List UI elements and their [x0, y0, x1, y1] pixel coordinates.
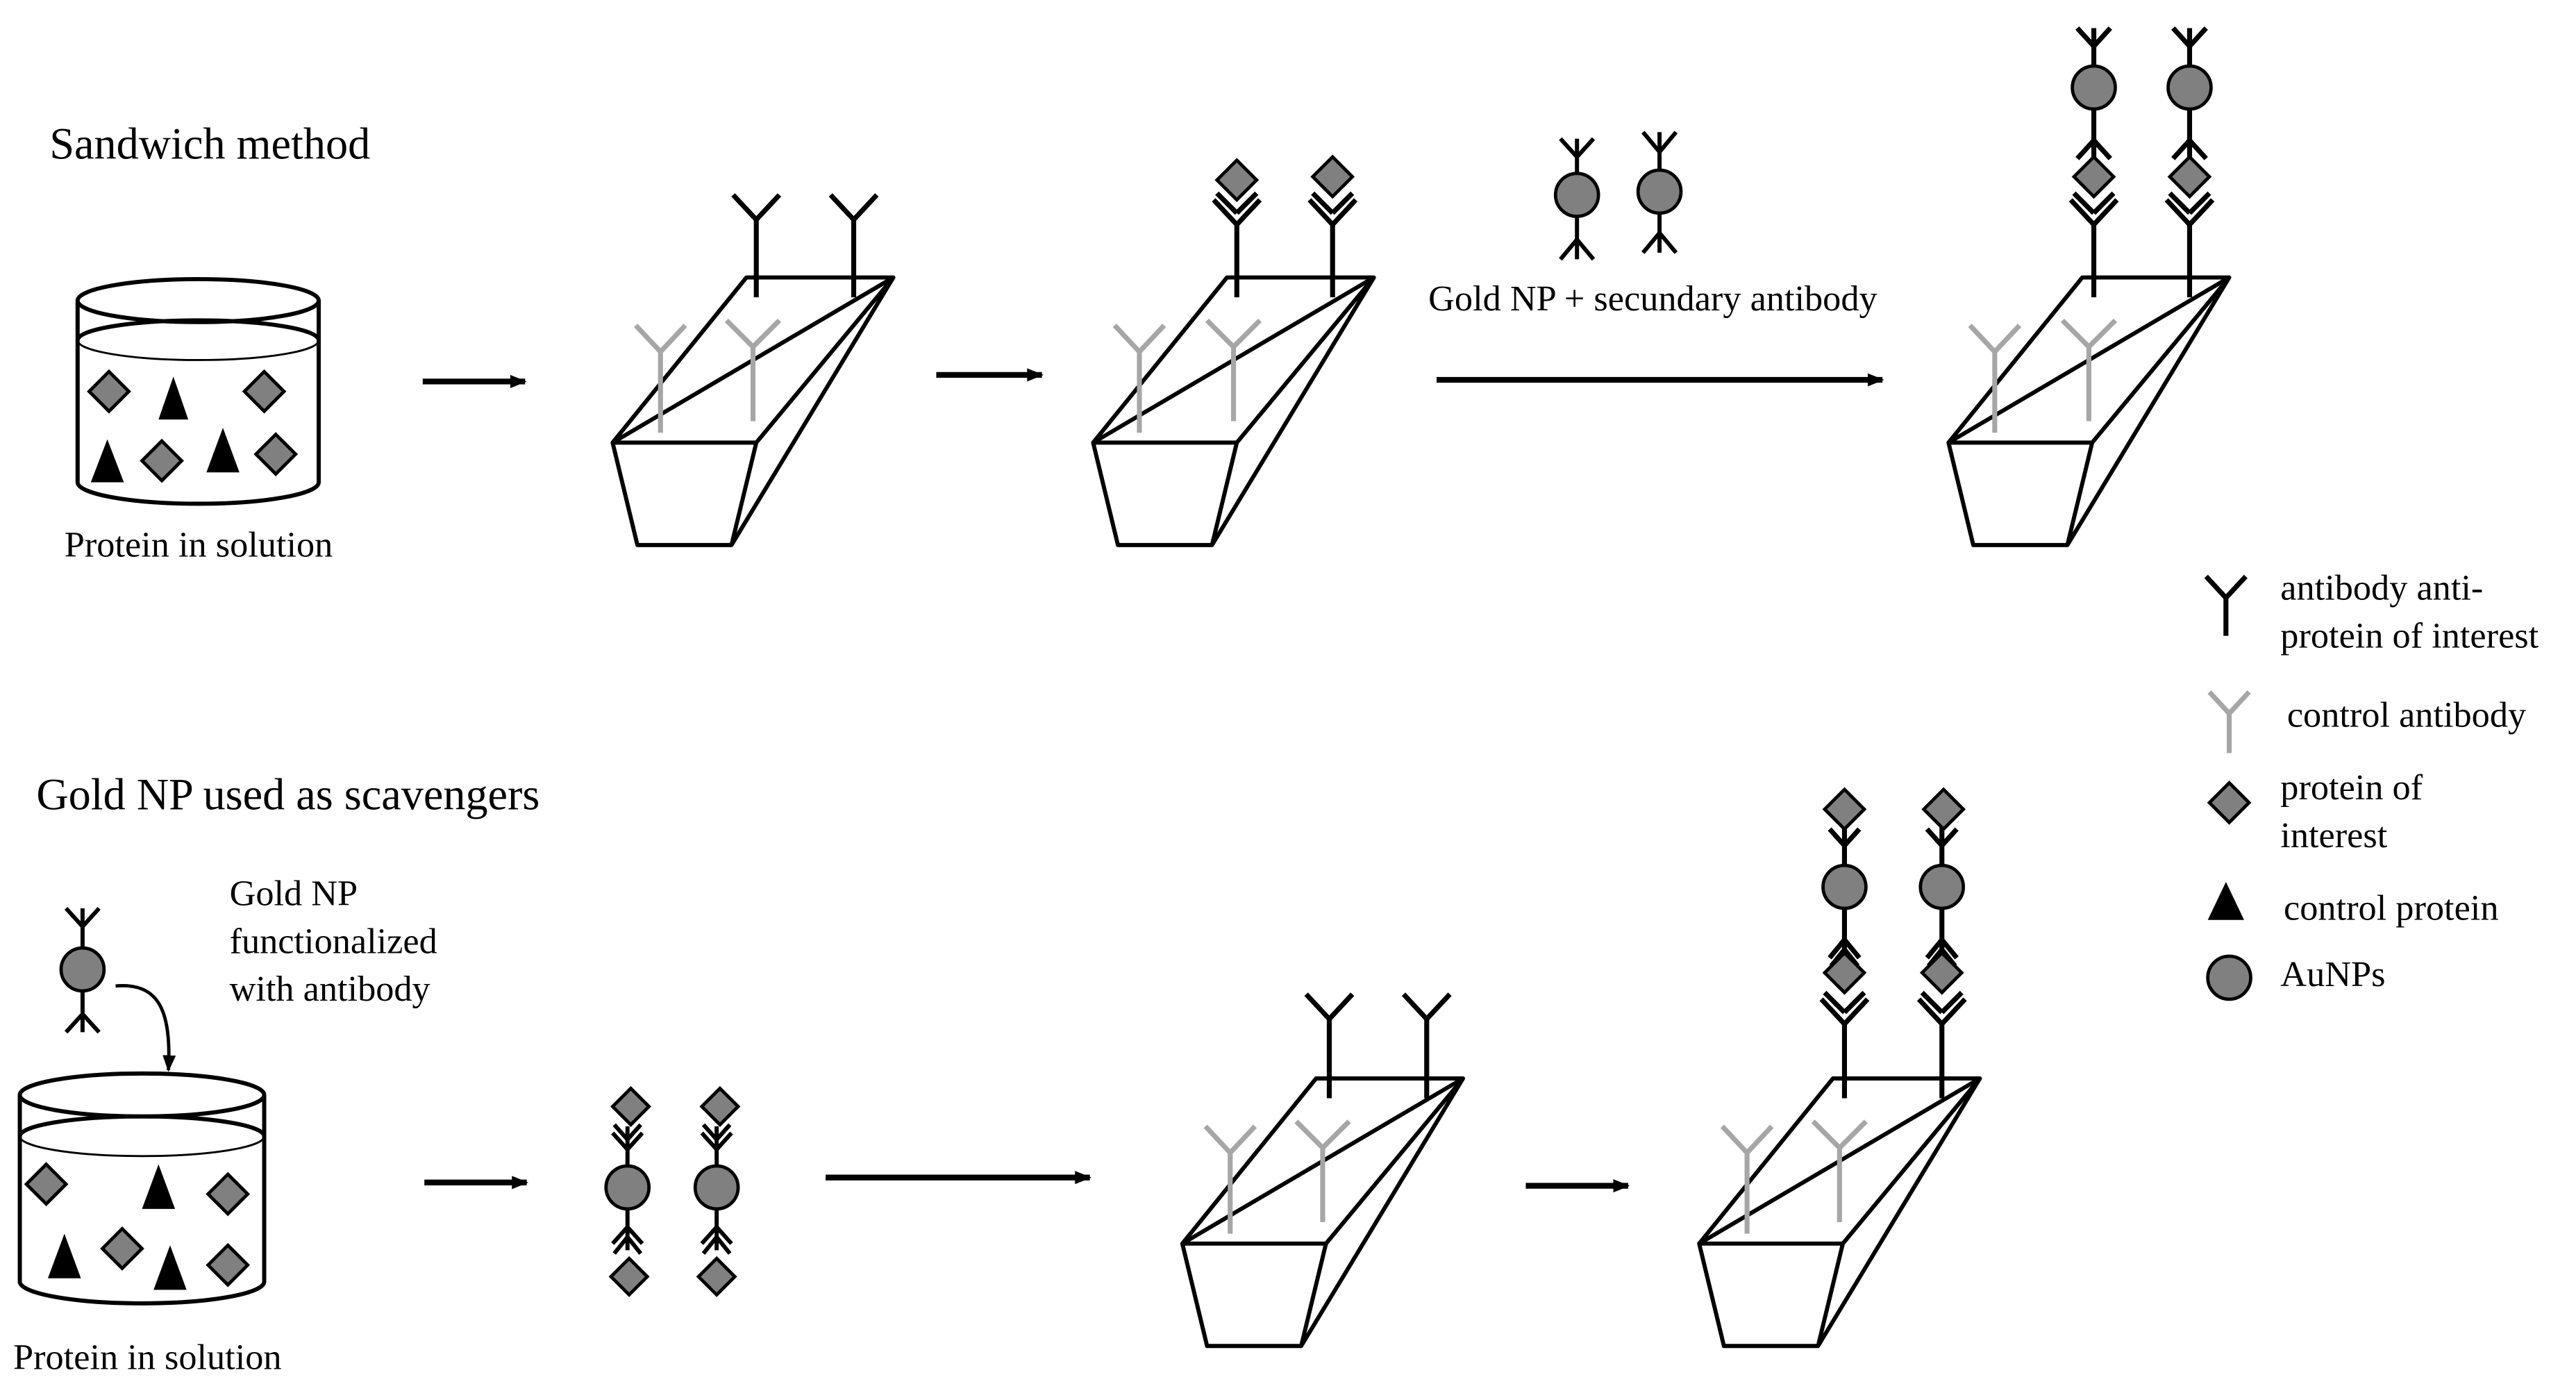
legend: antibody anti- protein of interest contr…	[2204, 567, 2539, 1001]
protein-of-interest-icon	[1310, 154, 1355, 199]
sensor-chip-5	[1697, 787, 1982, 1349]
sandwich-step-label: Gold NP + secundary antibody	[1428, 278, 1877, 319]
legend-label-aunps: AuNPs	[2280, 954, 2385, 994]
np-label-line-1: Gold NP	[230, 873, 358, 913]
np-protein-complexes	[604, 1085, 741, 1297]
antibody-icon	[2204, 574, 2248, 636]
protein-of-interest-icon	[24, 1162, 69, 1207]
legend-label-antibody-2: protein of interest	[2280, 615, 2539, 656]
protein-of-interest-icon	[140, 438, 184, 483]
sensor-chip-3	[1946, 26, 2232, 547]
legend-label-antibody-1: antibody anti-	[2280, 567, 2483, 608]
aunp-icon	[1553, 172, 1600, 218]
control-protein-icon	[90, 439, 124, 483]
control-protein-icon	[2207, 881, 2244, 920]
protein-of-interest-icon	[1921, 787, 1966, 832]
aunp-icon	[2206, 954, 2252, 1001]
beaker-sandwich	[75, 276, 321, 506]
control-antibody-icon	[2207, 690, 2251, 753]
control-protein-icon	[153, 1245, 187, 1290]
antibody-icon	[1304, 992, 1452, 1099]
protein-of-interest-icon	[87, 369, 131, 414]
protein-of-interest-icon	[2207, 780, 2252, 825]
control-protein-icon	[206, 427, 240, 473]
protein-of-interest-icon	[242, 369, 287, 414]
antibody-icon	[1212, 191, 1358, 298]
np-label-line-3: with antibody	[230, 969, 430, 1009]
aunp-icon	[59, 946, 106, 993]
legend-label-control-antibody: control antibody	[2287, 694, 2526, 735]
functionalized-np	[59, 907, 176, 1072]
control-antibody-icon	[634, 318, 782, 433]
sensor-chip-2	[1091, 154, 1376, 547]
aunp-icon	[604, 1164, 651, 1211]
protein-of-interest-icon	[1919, 950, 1964, 995]
protein-of-interest-icon	[1214, 158, 1260, 203]
curved-arrow	[115, 984, 176, 1072]
protein-of-interest-icon	[1822, 950, 1867, 995]
scavenger-section: Gold NP used as scavengers Gold NP funct…	[13, 769, 1982, 1378]
scavenger-title: Gold NP used as scavengers	[36, 769, 540, 819]
control-antibody-icon	[1720, 1119, 1868, 1234]
control-antibody-icon	[1112, 318, 1262, 433]
aunp-icon	[2071, 64, 2117, 111]
aunp-icon	[1918, 863, 1966, 910]
scavenger-container-label: Protein in solution	[13, 1337, 282, 1378]
protein-of-interest-icon	[699, 1085, 741, 1127]
beaker-scavenger	[17, 1071, 267, 1306]
sandwich-title: Sandwich method	[49, 119, 370, 168]
sandwich-section: Sandwich method Protein in solution	[49, 26, 2232, 565]
aunp-icon	[693, 1164, 740, 1211]
legend-label-control-protein: control protein	[2284, 888, 2498, 928]
sensor-chip-4	[1180, 992, 1466, 1349]
control-protein-icon	[142, 1164, 176, 1209]
control-antibody-icon	[1203, 1119, 1351, 1234]
antibody-icon	[731, 193, 879, 298]
protein-of-interest-icon	[1822, 787, 1867, 832]
protein-of-interest-icon	[100, 1226, 144, 1271]
control-protein-icon	[47, 1233, 81, 1278]
aunp-icon	[2166, 64, 2213, 111]
legend-label-protein-1: protein of	[2280, 767, 2423, 808]
sensor-chip-1	[610, 193, 896, 547]
protein-of-interest-icon	[206, 1172, 251, 1217]
protein-of-interest-icon	[2167, 154, 2212, 199]
control-protein-icon	[158, 376, 189, 420]
protein-of-interest-icon	[253, 432, 299, 476]
np-label-line-2: functionalized	[230, 921, 437, 961]
aunp-icon	[1636, 168, 1683, 215]
secondary-antibody-nps	[1553, 131, 1683, 261]
legend-label-protein-2: interest	[2280, 815, 2387, 856]
protein-of-interest-icon	[696, 1256, 737, 1297]
protein-of-interest-icon	[206, 1242, 251, 1287]
protein-of-interest-icon	[610, 1085, 651, 1127]
protein-of-interest-icon	[2071, 154, 2116, 199]
control-antibody-icon	[1968, 318, 2118, 433]
aunp-icon	[1821, 863, 1868, 910]
protein-of-interest-icon	[608, 1256, 650, 1297]
sandwich-container-label: Protein in solution	[65, 524, 333, 565]
